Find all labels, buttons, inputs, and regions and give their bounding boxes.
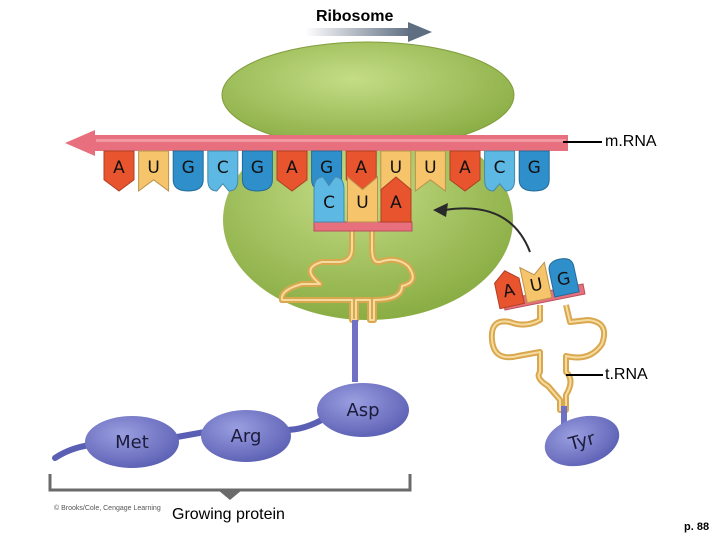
mrna-strand (65, 130, 568, 156)
mrna-base-letter: G (528, 158, 541, 178)
mrna-base-letter: C (217, 158, 229, 178)
bound-anticodon-base: U (347, 175, 378, 223)
mrna-base-letter: G (251, 158, 264, 178)
asp-residue: Asp (317, 383, 409, 437)
page-number: p. 88 (684, 521, 710, 533)
bound-anticodon-base: A (380, 176, 412, 223)
bound-anticodon-base-letter: A (390, 193, 402, 213)
mrna-label: m.RNA (605, 133, 657, 150)
tyr-residue: Tyr (544, 415, 620, 467)
met-label: Met (115, 432, 149, 453)
mrna-base-letter: A (286, 158, 298, 178)
mrna-base-letter: A (355, 158, 367, 178)
mrna-base: U (380, 150, 412, 192)
mrna-base: G (518, 150, 550, 192)
mrna-base: U (414, 150, 446, 192)
mrna-base-letter: A (113, 158, 125, 178)
trna-label: t.RNA (605, 366, 648, 383)
arg-residue: Arg (201, 410, 291, 462)
protein-bracket (48, 474, 412, 500)
asp-label: Asp (346, 400, 379, 421)
entry-arrow (433, 203, 531, 253)
mrna-base-letter: U (147, 158, 159, 178)
bound-anticodon-base: C (313, 176, 345, 223)
bound-anticodon-base-letter: U (356, 193, 368, 213)
incoming-anticodon-base: A (494, 270, 526, 310)
mrna-base: C (207, 150, 239, 192)
mrna-base-letter: G (182, 158, 195, 178)
mrna-base: A (276, 150, 308, 192)
mrna-base-letter: G (320, 158, 333, 178)
mrna-base-letter: A (459, 158, 471, 178)
incoming-anticodon-base-letter: A (501, 280, 517, 302)
credit-text: © Brooks/Cole, Cengage Learning (54, 505, 161, 512)
incoming-anticodon-base-letter: G (555, 268, 572, 290)
ribosome-label: Ribosome (316, 8, 394, 25)
met-residue: Met (85, 416, 179, 468)
bound-trna (278, 221, 416, 382)
incoming-anticodon-base: U (519, 261, 553, 304)
bound-anticodon-base-letter: C (323, 193, 335, 213)
growing-protein-label: Growing protein (172, 506, 285, 523)
mrna-base: U (138, 150, 170, 192)
mrna-base-letter: U (390, 158, 402, 178)
mrna-base-letter: U (424, 158, 436, 178)
mrna-base: C (484, 150, 516, 192)
ribosome-direction-arrow (305, 22, 432, 42)
mrna-base-letter: C (494, 158, 506, 178)
mrna-base: A (449, 150, 481, 192)
arg-label: Arg (231, 426, 262, 447)
mrna-base: G (241, 150, 273, 192)
mrna-base: G (172, 150, 204, 192)
incoming-anticodon-base: G (548, 258, 580, 298)
incoming-anticodon-base-letter: U (528, 274, 544, 296)
mrna-base: A (103, 150, 135, 192)
